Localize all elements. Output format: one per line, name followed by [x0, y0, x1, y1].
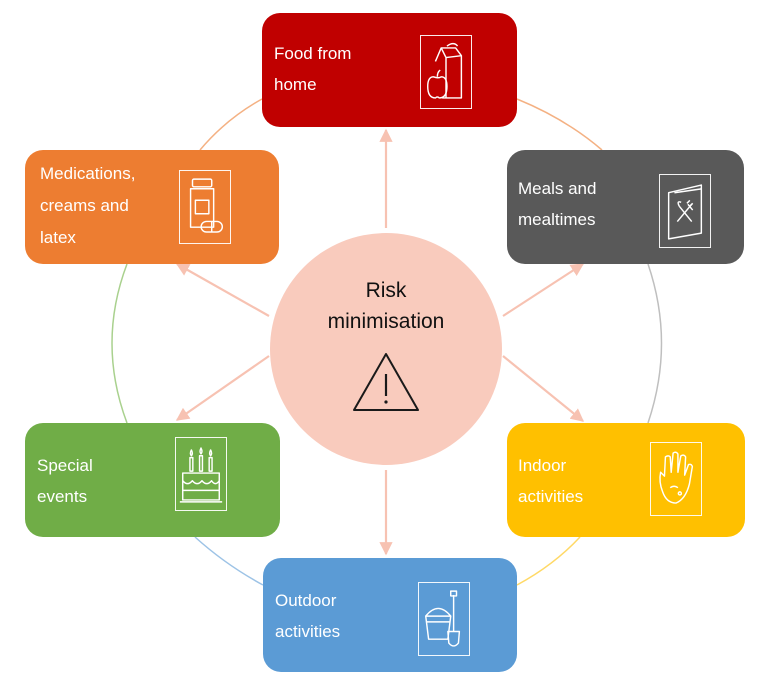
bucket-spade-icon	[418, 582, 470, 656]
arrow-to-indoor	[502, 355, 585, 422]
ring-segment-outdoor-special	[194, 536, 264, 586]
lunch-bag-apple-icon	[420, 35, 472, 109]
warning-icon	[353, 353, 419, 411]
menu-fork-knife-icon	[659, 174, 711, 248]
birthday-cake-icon	[175, 437, 227, 511]
ring-connector	[111, 98, 663, 586]
arrow-to-meals	[502, 263, 585, 317]
ring-segment-food-meals	[516, 98, 603, 151]
medicine-bottle-icon	[179, 170, 231, 244]
arrow-to-special	[175, 355, 270, 421]
hand-print-icon	[650, 442, 702, 516]
ring-segment-special-meds	[111, 263, 128, 424]
ring-segment-meds-food	[199, 98, 263, 151]
spoke-arrows	[175, 128, 585, 556]
ring-segment-indoor-outdoor	[516, 536, 581, 586]
ring-segment-meals-indoor	[647, 263, 663, 424]
arrow-to-meds	[175, 263, 270, 317]
